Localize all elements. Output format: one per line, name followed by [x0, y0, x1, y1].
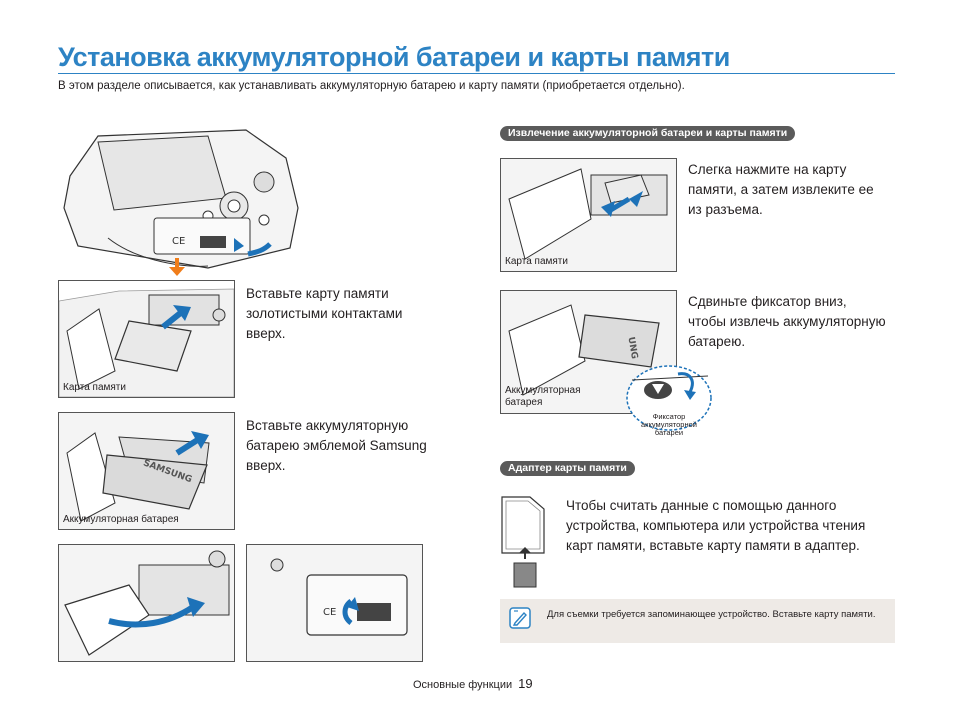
insert-battery-illustration: SAMSUNG: [59, 413, 234, 529]
svg-text:CE: CE: [172, 236, 185, 247]
insert-battery-instruction: Вставьте аккумуляторную батарею эмблемой…: [246, 418, 427, 473]
remove-card-illustration: [501, 159, 676, 271]
remove-battery-instruction: Сдвиньте фиксатор вниз, чтобы извлечь ак…: [688, 294, 886, 349]
intro-text: В этом разделе описывается, как устанавл…: [58, 80, 685, 92]
lock-cover-illustration: CE: [247, 545, 422, 661]
remove-card-caption: Карта памяти: [505, 256, 568, 267]
insert-card-image: Карта памяти: [58, 280, 235, 398]
note-box: [500, 599, 895, 643]
remove-battery-illustration: UNG: [501, 291, 676, 413]
remove-battery-caption: Аккумуляторная батарея: [505, 385, 581, 408]
battery-latch-label: Фиксатор аккумуляторной батареи: [641, 412, 697, 437]
lock-cover-image: CE: [246, 544, 423, 662]
camera-bottom-illustration: CE: [63, 129, 299, 269]
pencil-note-icon: [509, 607, 531, 629]
adapter-instruction: Чтобы считать данные с помощью данного у…: [566, 498, 866, 553]
remove-card-instruction: Слегка нажмите на карту памяти, а затем …: [688, 162, 874, 217]
svg-text:CE: CE: [323, 607, 336, 618]
sd-adapter-illustration: [501, 496, 545, 588]
removal-section-heading: Извлечение аккумуляторной батареи и карт…: [500, 126, 796, 141]
page-footer: Основные функции 19: [413, 676, 533, 691]
note-text: Для съемки требуется запоминающее устрой…: [547, 609, 876, 620]
page-title: Установка аккумуляторной батареи и карты…: [58, 42, 730, 72]
adapter-section-heading: Адаптер карты памяти: [500, 461, 635, 476]
close-cover-image: [58, 544, 235, 662]
remove-card-image: Карта памяти: [500, 158, 677, 272]
insert-card-caption: Карта памяти: [63, 382, 126, 393]
title-divider: [58, 73, 895, 74]
insert-card-instruction: Вставьте карту памяти золотистыми контак…: [246, 286, 403, 341]
battery-latch-zoom-illustration: [626, 365, 712, 431]
footer-section: Основные функции: [413, 679, 513, 691]
page-number: 19: [518, 676, 533, 691]
insert-battery-caption: Аккумуляторная батарея: [63, 514, 179, 525]
remove-battery-logo-text: UNG: [625, 336, 639, 360]
insert-battery-image: SAMSUNG Аккумуляторная батарея: [58, 412, 235, 530]
close-cover-illustration: [59, 545, 234, 661]
insert-card-illustration: [59, 288, 234, 397]
orange-down-arrow-icon: [169, 258, 185, 276]
